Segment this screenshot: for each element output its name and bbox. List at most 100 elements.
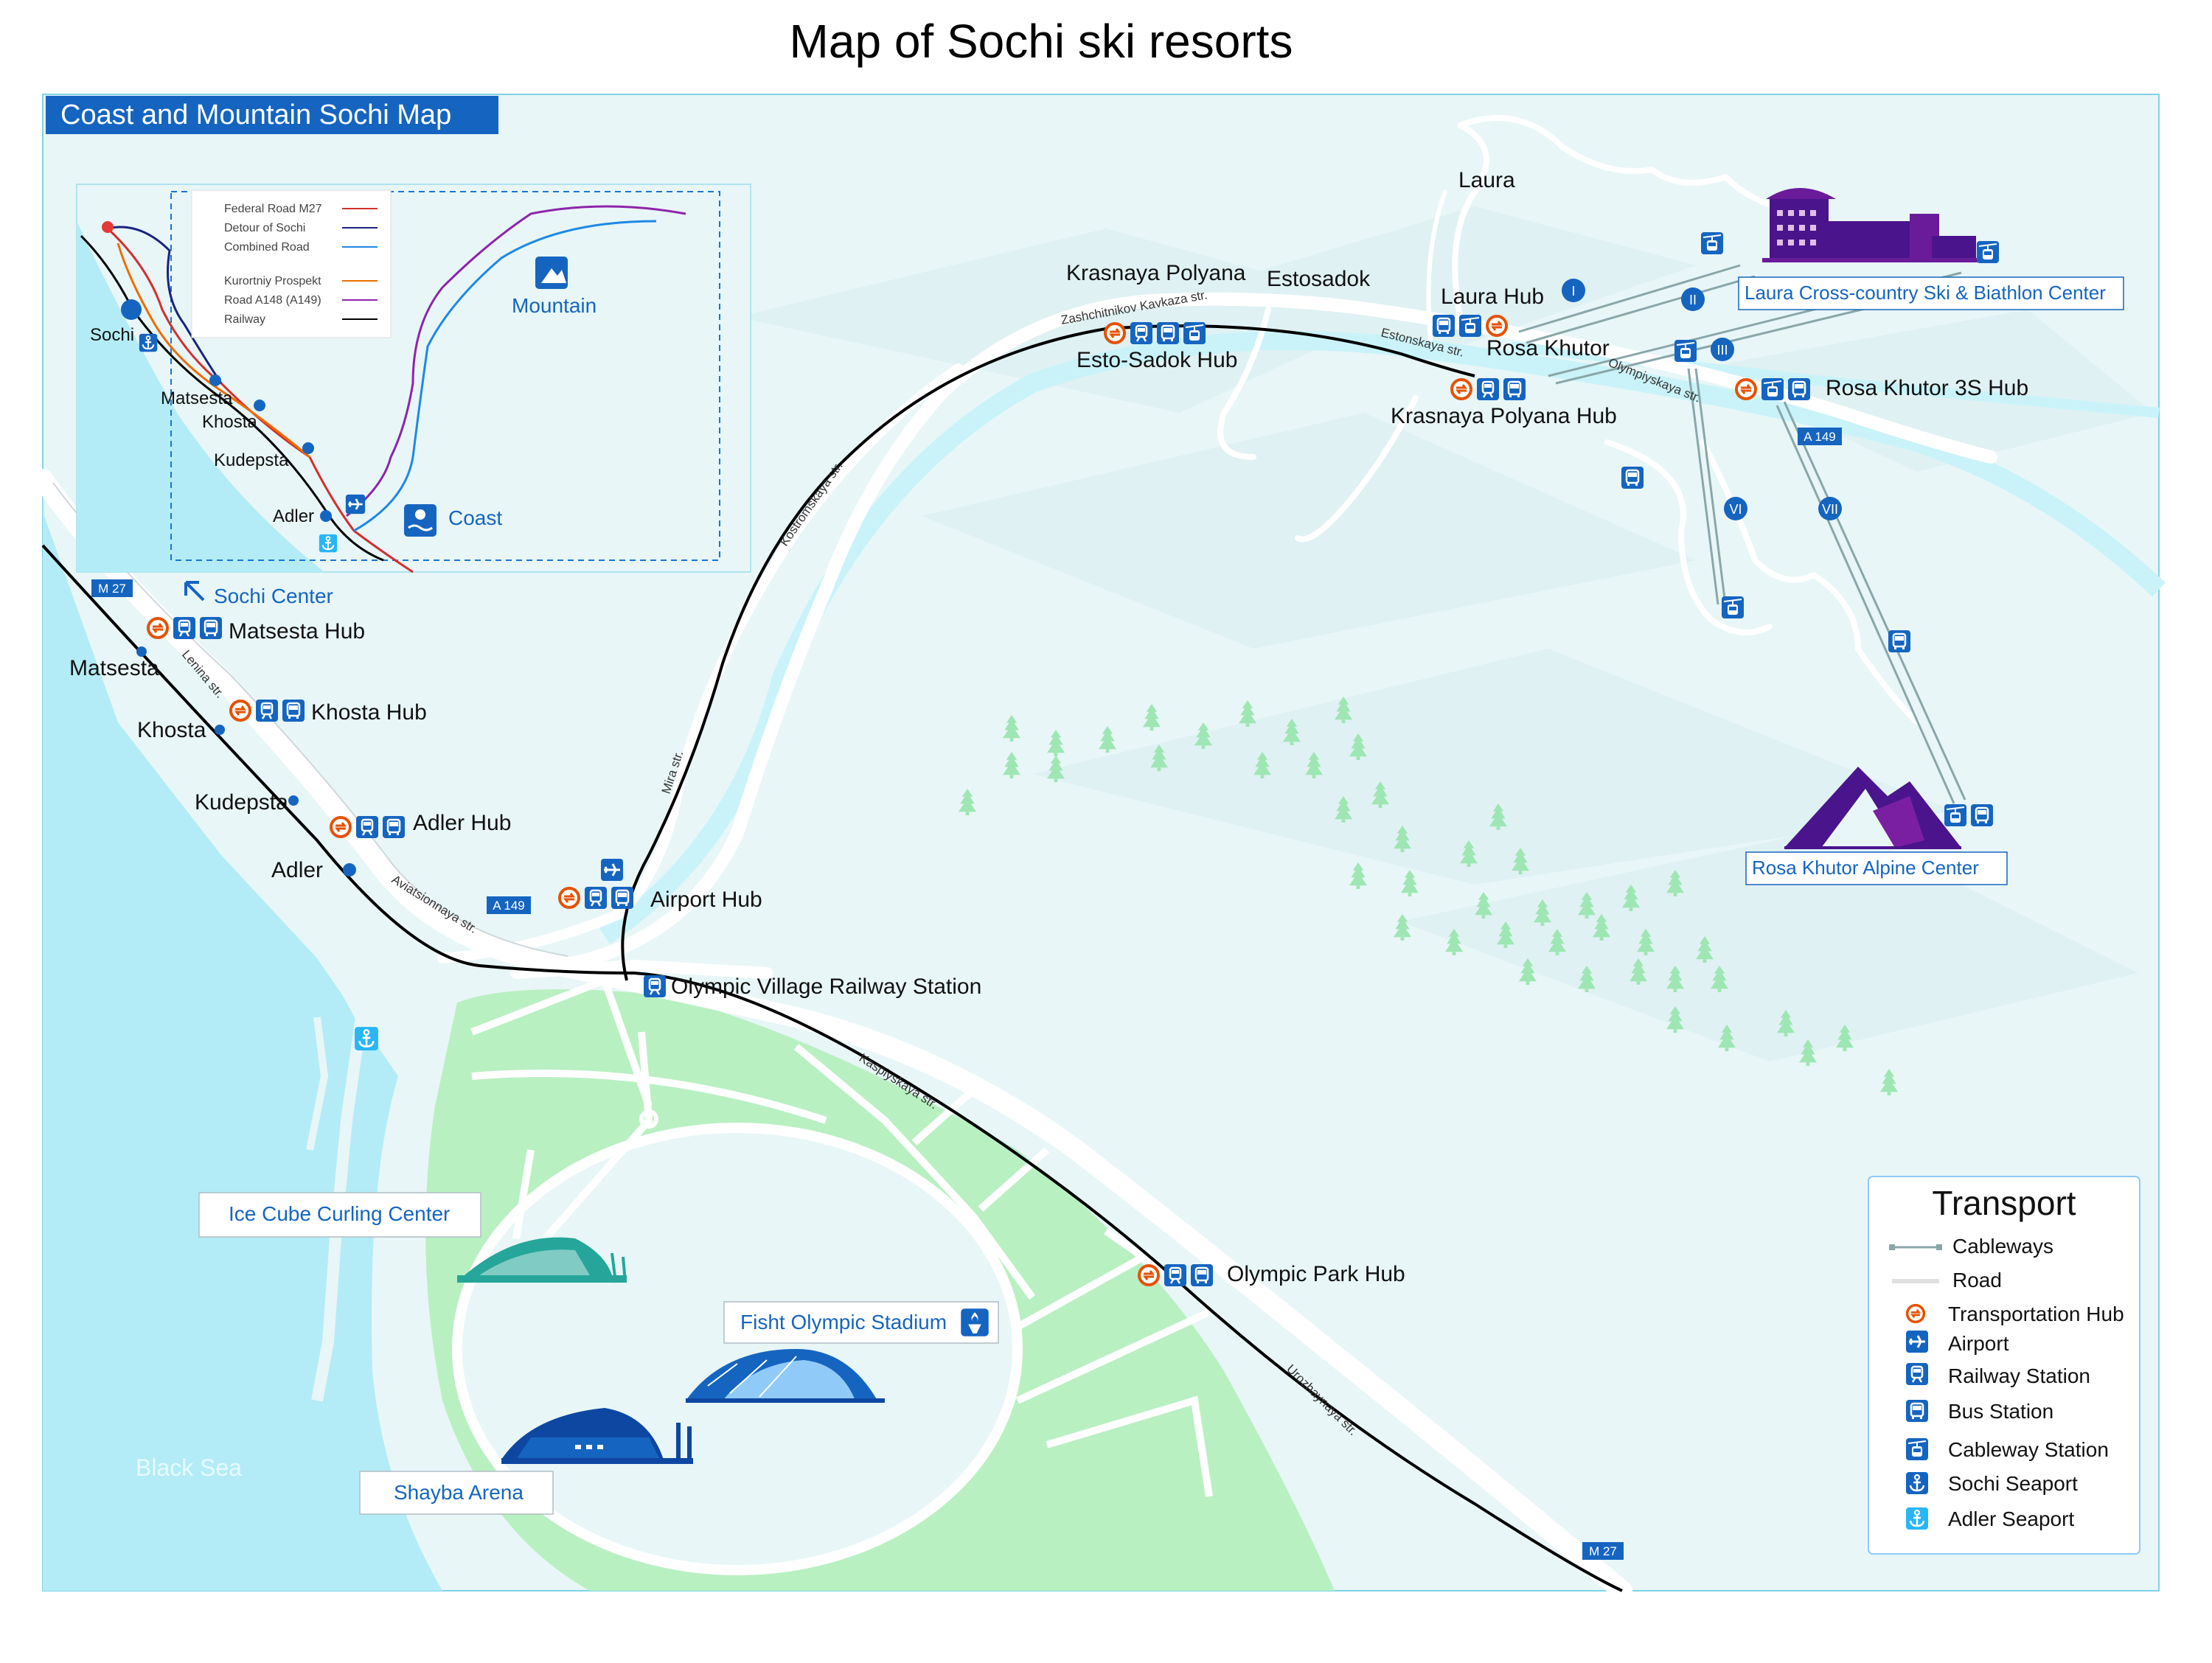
inset-label-mountain: Mountain xyxy=(512,294,597,317)
bus-station-icon xyxy=(611,886,634,910)
hub-label: Adler Hub xyxy=(413,811,511,835)
svg-text:Transportation Hub: Transportation Hub xyxy=(1948,1303,2124,1325)
inset-start-dot xyxy=(102,221,114,233)
bus-station-icon[interactable] xyxy=(1970,803,1994,827)
railway-station-icon xyxy=(255,699,279,722)
transport-hub-icon xyxy=(1104,322,1126,344)
railway-station-icon xyxy=(173,616,196,640)
sea-area xyxy=(43,472,442,1591)
place-dot-matsesta xyxy=(136,646,147,657)
bus-station-icon[interactable] xyxy=(1621,466,1644,489)
venue-shayba[interactable]: Shayba Arena xyxy=(359,1471,554,1515)
svg-text:M 27: M 27 xyxy=(98,582,126,596)
hub-khosta[interactable]: Khosta Hub xyxy=(229,699,427,725)
sochi-center-arrow-icon xyxy=(184,581,205,602)
cableway-station-icon[interactable] xyxy=(1721,596,1745,619)
hub-label: Matsesta Hub xyxy=(229,619,365,644)
inset-legend-box xyxy=(191,189,392,338)
road-badge-m27-north: M 27 xyxy=(91,579,133,597)
ice-cube-building xyxy=(457,1237,627,1283)
venue-laura-center[interactable]: Laura Cross-country Ski & Biathlon Cente… xyxy=(1738,276,2124,310)
place-estosadok: Estosadok xyxy=(1267,267,1371,291)
svg-text:Airport: Airport xyxy=(1948,1332,2009,1355)
hub-krasnaya-polyana[interactable]: Krasnaya Polyana Hub xyxy=(1391,377,1617,428)
railway-station-icon xyxy=(355,815,379,839)
bus-station-icon xyxy=(1787,377,1811,401)
road-badge-a149-airport: A 149 xyxy=(487,896,531,914)
svg-text:II: II xyxy=(1689,293,1697,307)
legend-item-airport: Airport xyxy=(1905,1330,2009,1355)
inset-airport-icon xyxy=(345,494,366,515)
place-dot-kudepsta xyxy=(288,795,299,806)
hub-label: Rosa Khutor 3S Hub xyxy=(1826,376,2028,400)
coast-wave-glyph xyxy=(408,524,433,531)
svg-text:A 149: A 149 xyxy=(493,899,525,913)
adler-seaport-icon[interactable] xyxy=(354,1026,379,1051)
inset-khosta-dot xyxy=(254,400,265,411)
hub-airport[interactable]: Airport Hub xyxy=(558,858,762,912)
airport-icon xyxy=(600,858,624,882)
svg-text:III: III xyxy=(1717,343,1728,358)
station-label: Olympic Village Railway Station xyxy=(671,975,981,999)
legend-item-cableways: Cableways xyxy=(1889,1235,2053,1258)
map-title: Coast and Mountain Sochi Map xyxy=(60,100,451,130)
sochi-seaport-icon xyxy=(1905,1471,1929,1495)
bus-station-icon xyxy=(1905,1399,1929,1423)
hub-laura[interactable]: Laura Hub xyxy=(1432,285,1544,338)
cableway-numeral-ii: II xyxy=(1681,287,1705,311)
mountain-pin-glyph xyxy=(541,268,566,283)
venue-rosa-khutor-alpine[interactable]: Rosa Khutor Alpine Center xyxy=(1745,851,2008,885)
hub-matsesta[interactable]: Matsesta Hub xyxy=(147,616,365,644)
transport-hub-icon xyxy=(1486,315,1508,337)
railway-station-icon xyxy=(1476,377,1500,401)
inset-sochi-dot xyxy=(121,299,142,320)
road-edges xyxy=(52,482,568,957)
rosa-khutor-alpine-building xyxy=(1784,767,1961,849)
bus-station-icon xyxy=(1432,314,1455,338)
cableway-station-icon[interactable] xyxy=(1700,231,1724,255)
svg-text:VII: VII xyxy=(1822,502,1838,517)
sochi-center-label[interactable]: Sochi Center xyxy=(214,585,333,607)
cableway-numeral-vii: VII xyxy=(1818,497,1842,520)
hub-adler[interactable]: Adler Hub xyxy=(330,811,511,839)
inset-adler-seaport-icon xyxy=(319,534,338,553)
cableway-station-icon[interactable] xyxy=(1674,339,1697,363)
legend-item-railway: Railway Station xyxy=(1905,1362,2090,1387)
svg-text:VI: VI xyxy=(1729,502,1742,517)
inset-legend-label-1: Detour of Sochi xyxy=(224,222,305,234)
legend-item-adler-seaport: Adler Seaport xyxy=(1905,1507,2074,1530)
page-title: Map of Sochi ski resorts xyxy=(790,15,1293,68)
place-kudepsta: Kudepsta xyxy=(195,790,288,815)
place-khosta: Khosta xyxy=(137,718,206,742)
hub-label: Airport Hub xyxy=(650,888,762,912)
hub-olympic-park[interactable]: Olympic Park Hub xyxy=(1138,1262,1405,1287)
railway-station-icon xyxy=(1905,1362,1929,1386)
place-matsesta: Matsesta xyxy=(69,656,159,680)
venue-fisht[interactable]: Fisht Olympic Stadium xyxy=(723,1301,999,1344)
cableway-station-icon xyxy=(1761,377,1784,401)
venue-ice-cube[interactable]: Ice Cube Curling Center xyxy=(198,1192,481,1238)
place-dot-khosta xyxy=(215,725,225,735)
bus-station-icon[interactable] xyxy=(1888,630,1911,653)
inset-route-rail xyxy=(80,234,384,562)
hub-label: Khosta Hub xyxy=(311,700,427,725)
road-badge-m27-south: M 27 xyxy=(1582,1542,1624,1560)
venue-label: Rosa Khutor Alpine Center xyxy=(1752,857,1979,879)
station-olympic-village[interactable]: Olympic Village Railway Station xyxy=(643,975,981,999)
inset-legend-label-0: Federal Road M27 xyxy=(224,203,322,215)
inset-kudepsta-dot xyxy=(302,442,314,454)
cableway-station-icon[interactable] xyxy=(1944,803,1967,827)
hub-esto-sadok[interactable]: Esto-Sadok Hub xyxy=(1077,321,1237,372)
railway-station-icon xyxy=(584,886,608,910)
inset-matsesta-dot xyxy=(209,374,221,386)
svg-text:Sochi Seaport: Sochi Seaport xyxy=(1948,1472,2078,1495)
cableway-station-icon[interactable] xyxy=(1976,240,2000,264)
inset-label-matsesta: Matsesta xyxy=(161,388,233,408)
legend-title: Transport xyxy=(1932,1184,2076,1222)
inset-label-adler: Adler xyxy=(273,506,314,526)
hub-rosa-khutor-3s[interactable]: Rosa Khutor 3S Hub xyxy=(1735,376,2028,401)
bus-station-icon xyxy=(1156,321,1180,345)
inset-legend-label-4: Road A148 (A149) xyxy=(224,294,321,307)
venue-label: Shayba Arena xyxy=(394,1481,524,1504)
inset-label-khosta: Khosta xyxy=(202,412,257,432)
